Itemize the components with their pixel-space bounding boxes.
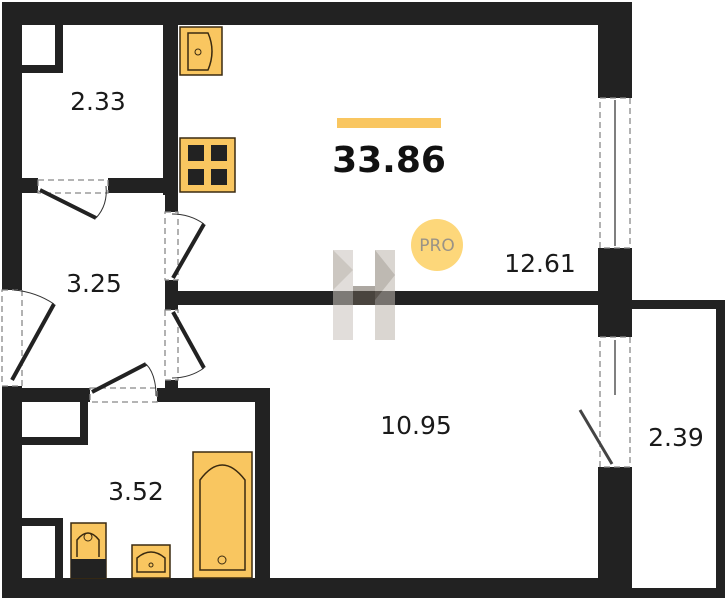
door-storage[interactable] <box>37 179 109 220</box>
door-bedroom[interactable] <box>164 309 206 381</box>
toilet-icon <box>70 522 107 579</box>
kitchen-sink-icon <box>179 26 223 76</box>
bathroom-sink-icon <box>131 544 171 579</box>
room-area-bathroom: 3.52 <box>108 477 164 506</box>
stove-icon <box>179 137 236 193</box>
balcony-door[interactable] <box>578 336 631 468</box>
pro-badge-label: PRO <box>419 236 454 256</box>
door-bathroom[interactable] <box>89 362 158 403</box>
bathtub-icon <box>192 451 253 579</box>
total-area: 33.86 <box>332 140 446 181</box>
logo-watermark <box>333 250 395 340</box>
pro-badge: PRO <box>411 219 463 271</box>
room-area-bedroom: 10.95 <box>380 411 452 440</box>
room-area-balcony: 2.39 <box>648 423 704 452</box>
room-area-kitchen-living: 12.61 <box>504 249 576 278</box>
window-kitchen <box>599 97 631 249</box>
door-kitchen[interactable] <box>164 211 206 281</box>
room-area-hallway: 3.25 <box>66 269 122 298</box>
room-area-storage: 2.33 <box>70 87 126 116</box>
door-entrance[interactable] <box>1 289 56 387</box>
total-area-bar <box>337 118 441 128</box>
